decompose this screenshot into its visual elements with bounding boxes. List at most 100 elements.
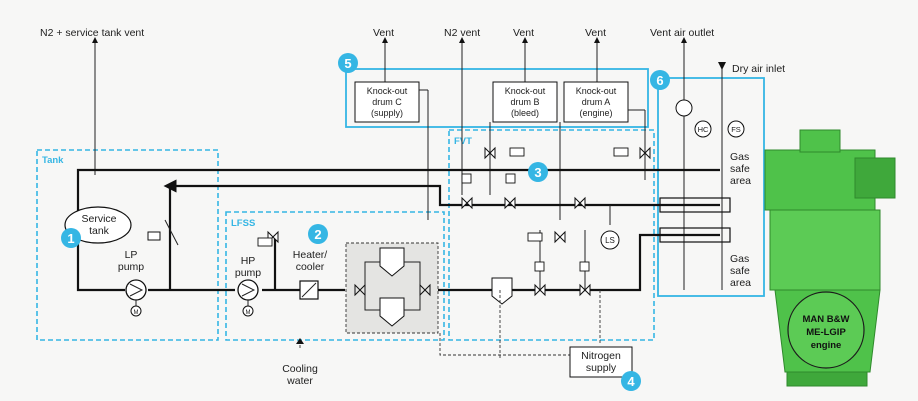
badge-6-label: 6 (656, 73, 663, 88)
fvt-valve-2-icon (504, 196, 516, 210)
filter-valve-left-icon (354, 283, 366, 297)
hp-motor-icon (242, 305, 254, 317)
badge-3-label: 3 (534, 165, 541, 180)
actuator-2-icon (505, 173, 516, 184)
double-pipe-bottom (659, 227, 731, 243)
engine-supply-line (430, 233, 720, 292)
filter-lower-icon (379, 297, 405, 327)
filter-upper-icon (379, 247, 405, 277)
actuator-5-icon (527, 232, 543, 242)
tank-zone-box (36, 149, 219, 341)
dry-air-inlet-label: Dry air inlet (732, 63, 785, 75)
service-tank-line2: tank (89, 225, 110, 237)
fvt-filter-icon (491, 277, 513, 305)
lp-motor-label: M (134, 310, 139, 316)
dry-air-inlet-arrow (718, 62, 726, 70)
fvt-valve-6-icon (534, 283, 546, 297)
lp-motor-icon (130, 305, 142, 317)
n2-service-vent-label: N2 + service tank vent (40, 27, 144, 39)
nitrogen-supply-line1: Nitrogen (581, 350, 621, 362)
hp-motor-label: M (246, 310, 251, 316)
knockout-drum-a (563, 81, 629, 123)
actuator-8-icon (257, 237, 273, 247)
cooling-water-line2: water (286, 375, 313, 387)
cooling-water-arrow (296, 338, 304, 344)
fvt-valve-4-icon (484, 146, 496, 160)
badge-5-label: 5 (344, 56, 351, 71)
level-switch-icon (600, 230, 620, 250)
drum-b-line2: drum B (510, 97, 539, 107)
badge-4 (621, 371, 641, 391)
lp-pump-arrow-icon (129, 283, 144, 297)
gas-safe-bottom-line3: area (730, 277, 751, 289)
actuator-4-icon (613, 147, 629, 157)
step-badges: 1 2 3 4 5 6 (61, 53, 670, 391)
drum-a-line3: (engine) (579, 108, 612, 118)
hydrocarbon-sensor-icon (694, 120, 712, 138)
knockout-drum-c (354, 81, 420, 123)
engine-side-unit (854, 157, 896, 199)
filter-valve-right-icon (419, 283, 431, 297)
fvt-zone-box (448, 129, 655, 341)
drum-a-line1: Knock-out (576, 86, 617, 96)
badge-2-label: 2 (314, 227, 321, 242)
double-pipe-top (659, 197, 731, 213)
badge-5 (338, 53, 358, 73)
engine-middle-block (769, 209, 881, 291)
vent-a-label: Vent (585, 27, 606, 39)
badge-2 (308, 224, 328, 244)
n2-vent-label: N2 vent (444, 27, 480, 39)
knockout-drums-box (345, 68, 649, 128)
cooling-water-line1: Cooling (282, 363, 318, 375)
engine-line3: engine (811, 340, 842, 351)
drum-a-line2: drum A (582, 97, 611, 107)
filter-bypass-lines (364, 261, 421, 311)
engine-foot (786, 371, 868, 387)
actuator-1-icon (461, 173, 472, 184)
engine-turbo (799, 129, 841, 153)
drum-b-line1: Knock-out (505, 86, 546, 96)
badge-1-label: 1 (67, 231, 74, 246)
gas-safe-bottom-line1: Gas (730, 253, 749, 265)
engine-illustration: MAN B&W ME-LGIP engine (764, 129, 896, 387)
tank-zone-label: Tank (42, 155, 64, 166)
vent-air-outlet-label: Vent air outlet (650, 27, 714, 39)
gas-safe-top-line1: Gas (730, 151, 749, 163)
gas-safe-bottom-line2: safe (730, 265, 750, 277)
actuator-7-icon (579, 261, 590, 272)
fs-label: FS (731, 125, 741, 134)
drum-c-line1: Knock-out (367, 86, 408, 96)
return-line-top (76, 168, 720, 175)
valve-actuators (257, 147, 629, 272)
drum-c-line3: (supply) (371, 108, 403, 118)
vent-c-label: Vent (373, 27, 394, 39)
drum-c-line2: drum C (372, 97, 402, 107)
badge-3 (528, 162, 548, 182)
drum-b-line3: (bleed) (511, 108, 539, 118)
lp-pump-line2: pump (118, 261, 144, 273)
hp-pump-arrow-icon (241, 283, 256, 297)
fvt-valve-8-icon (639, 146, 651, 160)
badge-6 (650, 70, 670, 90)
lfss-zone-label: LFSS (231, 218, 255, 229)
nitrogen-supply-line2: supply (586, 362, 617, 374)
gas-safe-top-line2: safe (730, 163, 750, 175)
nitrogen-supply-box (569, 346, 633, 378)
engine-line1: MAN B&W (803, 314, 850, 325)
fvt-valve-7-icon (579, 283, 591, 297)
tank-relief-valve-stem (164, 219, 179, 246)
lp-pump-line1: LP (125, 249, 138, 261)
heater-cooler-diagonal (301, 282, 317, 298)
service-tank (64, 206, 132, 244)
service-tank-line1: Service (81, 213, 116, 225)
engine-line2: ME-LGIP (806, 327, 846, 338)
badge-4-label: 4 (627, 374, 635, 389)
tank-relief-valve (147, 231, 161, 241)
lfss-zone-box (225, 211, 445, 341)
actuator-6-icon (534, 261, 545, 272)
actuator-3-icon (509, 147, 525, 157)
fvt-valve-3-icon (574, 196, 586, 210)
flow-switch-icon (727, 120, 745, 138)
